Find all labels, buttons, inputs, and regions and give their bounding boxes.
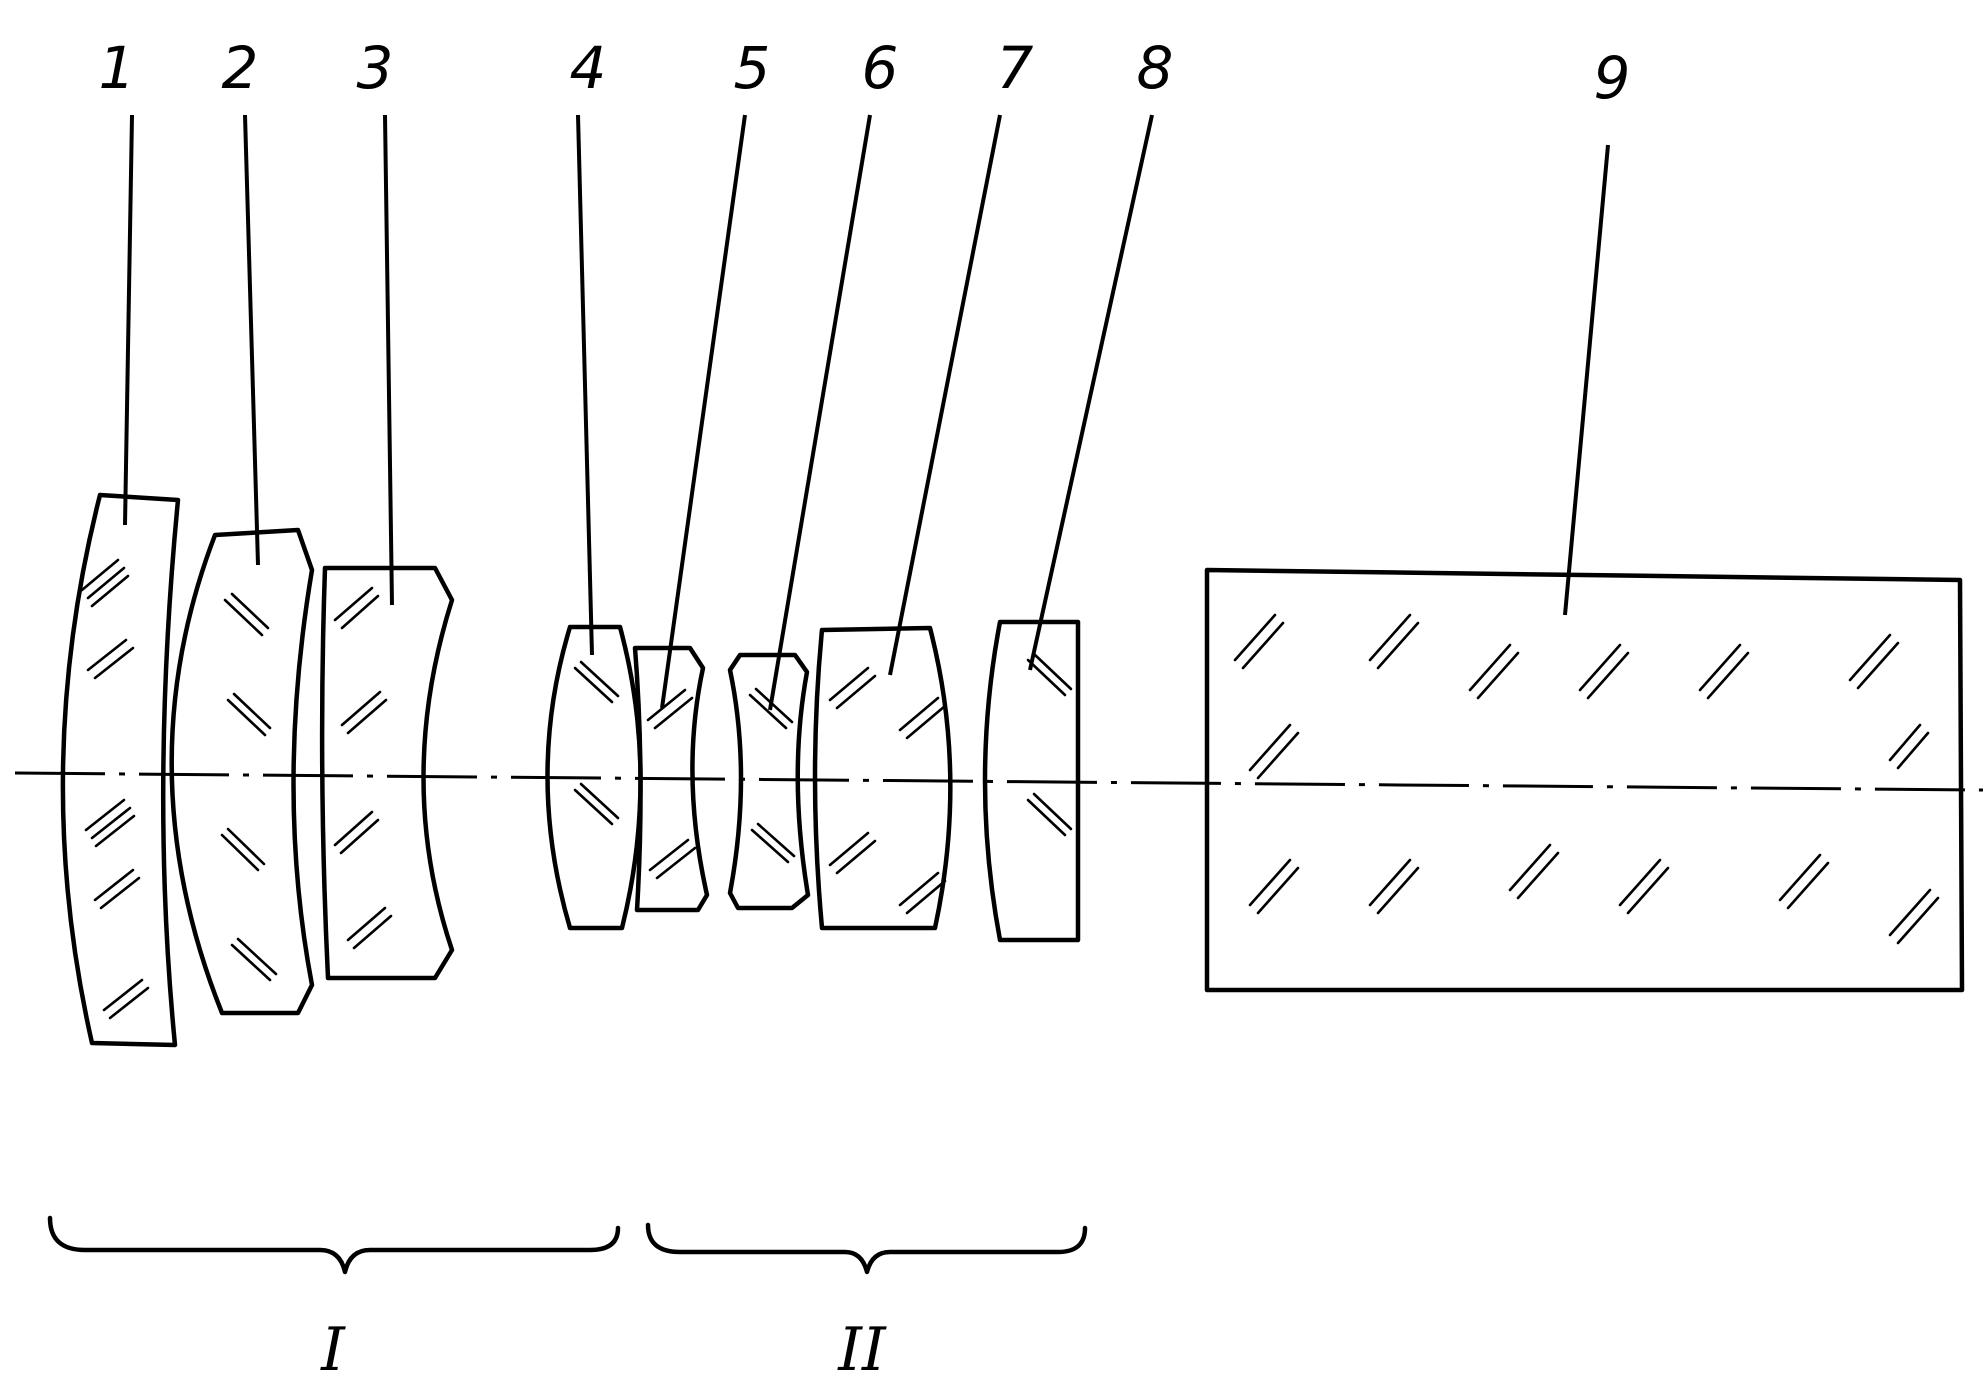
group-label-1: I (320, 1315, 346, 1385)
leader-6 (770, 115, 870, 710)
label-5: 5 (734, 34, 771, 102)
label-8: 8 (1137, 34, 1174, 102)
leader-4 (578, 115, 592, 655)
leader-1 (125, 115, 132, 525)
brace-group-2 (648, 1225, 1085, 1272)
leader-7 (890, 115, 1000, 675)
prism-block-9 (1207, 570, 1962, 990)
label-4: 4 (570, 34, 607, 102)
lens-2 (172, 530, 312, 1013)
label-9: 9 (1594, 44, 1631, 112)
label-1: 1 (99, 34, 136, 102)
lens-1 (63, 495, 178, 1045)
leader-5 (662, 115, 745, 708)
optical-axis (15, 773, 1983, 790)
label-3: 3 (357, 34, 394, 102)
label-6: 6 (862, 34, 899, 102)
label-2: 2 (222, 34, 259, 102)
lens-7 (815, 628, 950, 928)
group-label-2: II (837, 1315, 887, 1385)
brace-group-1 (50, 1218, 618, 1272)
lens-3 (322, 568, 452, 978)
leader-2 (245, 115, 258, 565)
leader-3 (385, 115, 392, 605)
lens-6 (730, 655, 808, 908)
leader-9 (1565, 145, 1608, 615)
label-7: 7 (997, 34, 1034, 102)
leader-8 (1030, 115, 1152, 670)
